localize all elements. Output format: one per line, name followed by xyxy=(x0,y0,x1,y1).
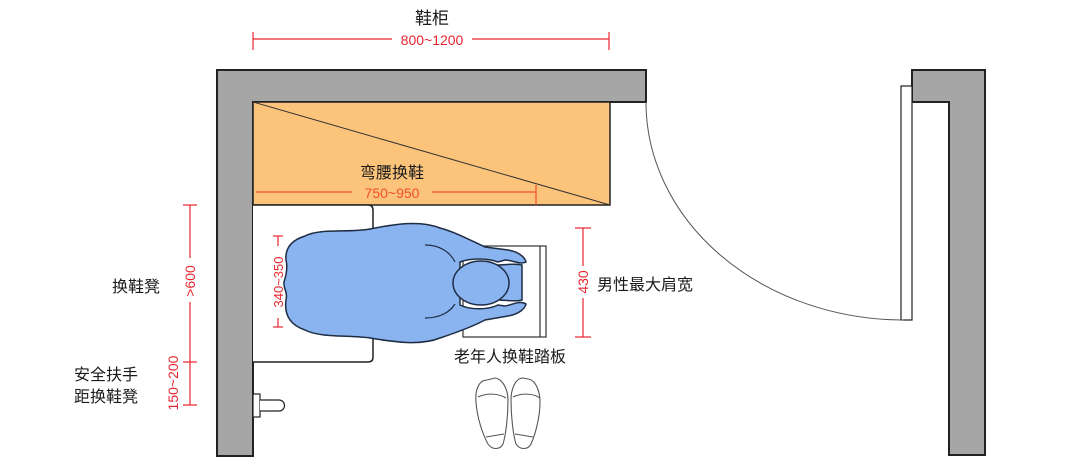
bench-length-value: >600 xyxy=(182,265,198,297)
bench-label: 换鞋凳 xyxy=(112,277,160,296)
person-top-view xyxy=(283,222,527,344)
shoulder-width-dimension xyxy=(575,227,591,338)
bending-depth-dimension xyxy=(256,185,537,205)
cabinet-diagonal xyxy=(252,101,611,206)
shoulder-width-value: 430 xyxy=(575,270,591,294)
door-swing-arc xyxy=(645,101,905,321)
shoes-icon xyxy=(475,377,541,450)
person-arm-lines xyxy=(424,244,456,319)
handrail-distance-dimension xyxy=(183,362,197,406)
bench-length-dimension xyxy=(183,204,197,363)
mat-label: 老年人换鞋踏板 xyxy=(454,347,566,366)
shoulder-width-label: 男性最大肩宽 xyxy=(597,275,693,294)
cabinet-width-value: 800~1200 xyxy=(401,32,464,48)
door-leaf xyxy=(900,85,913,321)
bending-area-label: 弯腰换鞋 xyxy=(360,163,424,182)
bending-depth-value: 750~950 xyxy=(365,185,420,201)
handrail-distance-value: 150~200 xyxy=(165,355,181,410)
safety-handrail xyxy=(252,393,286,418)
cabinet-width-dimension xyxy=(252,32,610,50)
handrail-label-line2: 距换鞋凳 xyxy=(74,387,138,406)
right-wall xyxy=(911,69,986,456)
cabinet-title: 鞋柜 xyxy=(415,9,449,29)
bench-depth-dimension xyxy=(273,235,283,328)
handrail-label-line1: 安全扶手 xyxy=(74,365,138,384)
bench-depth-value: 340~350 xyxy=(271,257,286,308)
